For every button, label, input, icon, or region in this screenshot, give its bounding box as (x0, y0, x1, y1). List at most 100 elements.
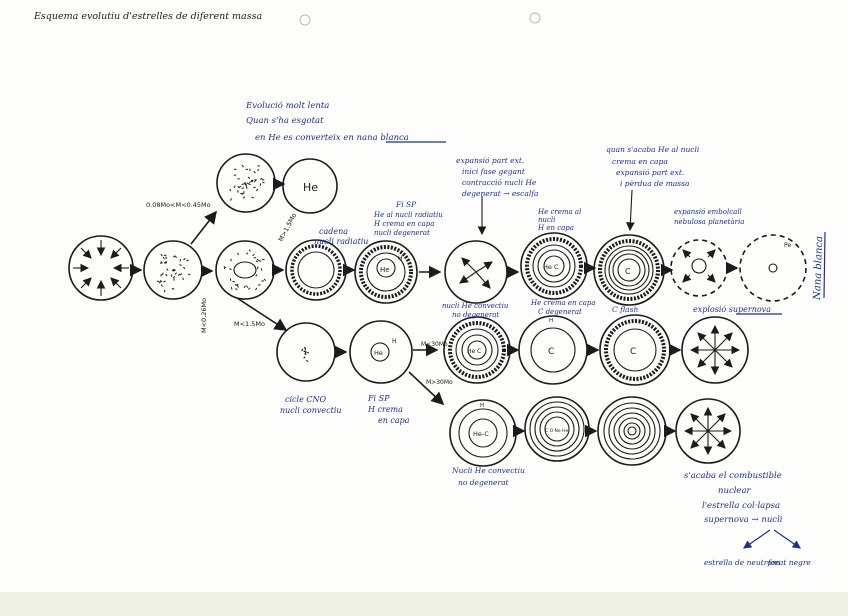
convection-speck (230, 258, 232, 262)
convection-speck (236, 285, 239, 288)
convection-speck (241, 164, 244, 168)
neb-2: nebulosa planetària (674, 218, 744, 226)
planetary-nebula (670, 239, 728, 297)
he-c-low-label: He-C (473, 430, 489, 438)
convection-speck (246, 182, 250, 185)
protostar-collapse (68, 235, 134, 301)
convection-speck (234, 168, 237, 170)
convection-speck (183, 258, 186, 261)
intermediate-he-burning-star: He C (443, 316, 511, 384)
convection-speck (253, 179, 257, 183)
supernova-explosion-mid (681, 316, 749, 384)
convection-speck (301, 348, 304, 352)
convection-speck (256, 258, 260, 261)
fi-sp-top-4: nucli degenerat (374, 229, 430, 237)
convection-speck (256, 266, 259, 270)
cno-label: cicle CNO (285, 395, 326, 404)
page-title: Esquema evolutiu d'estrelles de diferent… (33, 11, 262, 22)
convection-speck (229, 268, 232, 270)
convection-speck (179, 273, 183, 276)
convection-speck (237, 178, 240, 180)
convection-speck (178, 273, 180, 277)
convection-speck (230, 198, 232, 201)
convection-speck (230, 287, 233, 290)
convection-speck (229, 188, 232, 192)
convection-speck (246, 252, 249, 255)
convection-speck (261, 179, 265, 181)
exp-2: inici fase gegant (462, 167, 526, 176)
convection-speck (255, 274, 258, 277)
fi-sp-top-2: He al nucli radiatiu (373, 211, 443, 219)
h-shell-label: H (398, 255, 403, 262)
intermediate-end-main-sequence: He H (349, 320, 413, 384)
convection-speck (160, 262, 163, 264)
convection-speck (186, 259, 189, 262)
convection-speck (160, 284, 163, 287)
nucli-radiatiu-label: nucli radiatiu (314, 237, 368, 246)
end-1: s'acaba el combustible (684, 471, 782, 481)
convection-speck (159, 280, 163, 283)
forat-negre-label: forat negre (767, 558, 811, 567)
fi-sp-mid-1: Fi SP (367, 394, 390, 403)
nucli-he-low-1: Nucli He convectiu (451, 466, 525, 475)
mass-low-label: 0.08Mo<M<0.45Mo (146, 201, 211, 209)
convection-speck (187, 273, 191, 276)
convection-speck (179, 258, 181, 262)
end-3: l'estrella col·lapsa (702, 501, 780, 511)
convection-speck (163, 280, 166, 283)
convection-speck (303, 350, 306, 352)
white-dwarf-remnant: Pe (739, 234, 807, 302)
convection-speck (260, 268, 263, 271)
convection-speck (251, 196, 254, 199)
end-2: nuclear (718, 486, 752, 496)
carbon-flash-star: C (599, 314, 671, 386)
he-capa-1: He crema en capa (530, 299, 596, 307)
convection-speck (304, 352, 307, 356)
convection-speck (251, 179, 254, 182)
mass-mid-label: M<0.26Mo (200, 298, 208, 333)
convection-speck (259, 183, 262, 186)
mass-range-label: M>1.5Mo (277, 212, 299, 243)
fi-sp-top-1: Fi SP (395, 200, 417, 209)
convection-speck (233, 174, 237, 176)
convection-speck (257, 165, 260, 167)
fi-sp-mid-2: H crema (367, 405, 403, 414)
he-capa-2: C degenerat (538, 308, 582, 316)
quan-4: i pèrdua de massa (620, 179, 689, 188)
convection-speck (163, 261, 167, 264)
exp-1: expansió part ext. (456, 156, 524, 165)
convection-speck (253, 186, 256, 189)
convection-speck (165, 261, 168, 264)
convection-speck (257, 168, 259, 172)
convection-speck (305, 359, 309, 363)
convection-speck (247, 287, 251, 290)
massive-he-core-star: He-C H (449, 399, 517, 467)
convection-speck (242, 196, 246, 199)
nucli-he-conv-1: nucli He convectiu (442, 302, 509, 310)
convection-speck (247, 176, 251, 179)
convection-speck (255, 260, 259, 263)
m30b-label: M>30Mo (426, 379, 453, 386)
convection-speck (160, 274, 162, 277)
nucli-he-low-2: no degenerat (458, 478, 510, 487)
convection-speck (172, 269, 175, 272)
sun-like-end-main-sequence: He H (354, 240, 418, 304)
convection-speck (253, 170, 256, 174)
c-o-ne-he-label: C O Ne He (545, 428, 568, 434)
h-mid2-label: H (549, 318, 553, 324)
convection-speck (234, 288, 238, 290)
he-label: He (303, 181, 318, 194)
convection-speck (233, 185, 236, 189)
convection-speck (254, 179, 257, 181)
quan-1: quan s'acaba He al nucli (606, 145, 700, 154)
convection-speck (223, 266, 227, 269)
sun-like-protostar (215, 240, 275, 300)
fi-sp-top-3: H crema en capa (373, 220, 434, 228)
convection-speck (171, 274, 173, 277)
he-c-mid-label: He C (467, 348, 481, 355)
he-c-core-label: He C (543, 263, 559, 271)
wd-note-2: Quan s'ha esgotat (246, 116, 324, 126)
convection-speck (171, 287, 175, 290)
